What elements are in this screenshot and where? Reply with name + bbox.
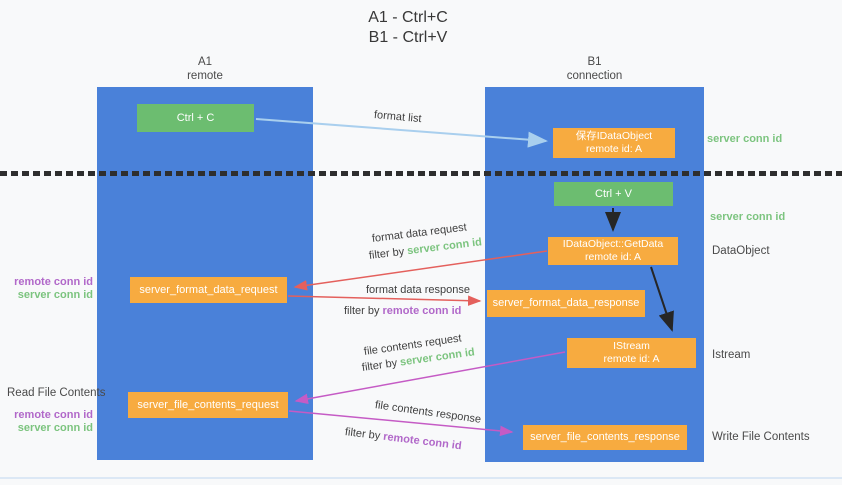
lane-header-left: A1 remote: [97, 55, 313, 83]
label-server-conn-id-left-2: server conn id: [17, 422, 93, 434]
conn-id-pair-top: remote conn id server conn id: [8, 276, 93, 302]
title-line-2: B1 - Ctrl+V: [368, 29, 448, 46]
node-format-request-label: server_format_data_request: [139, 283, 278, 296]
node-format-response-label: server_format_data_response: [492, 297, 640, 309]
node-file-response: server_file_contents_response: [523, 425, 687, 450]
node-format-response: server_format_data_response: [487, 290, 645, 317]
label-write-file-contents: Write File Contents: [712, 431, 810, 443]
node-ctrl-c: Ctrl + C: [137, 104, 254, 132]
label-remote-conn-id-1: remote conn id: [14, 276, 93, 288]
label-dataobject: DataObject: [712, 245, 770, 257]
node-ctrl-c-label: Ctrl + C: [176, 111, 215, 124]
filter-by-text: filter by: [361, 356, 401, 374]
label-server-conn-id-mid: server conn id: [710, 211, 786, 223]
node-file-request: server_file_contents_request: [128, 392, 288, 418]
node-getdata-line2: remote id: A: [584, 251, 642, 263]
node-save-dataobject-line2: remote id: A: [585, 143, 643, 155]
label-filter-by-remote-2: filter by remote conn id: [344, 426, 462, 452]
filter-by-text: filter by: [368, 245, 408, 262]
arrow-format-data-response: [287, 295, 482, 306]
dotted-separator: [0, 171, 842, 176]
node-save-dataobject-line1: 保存IDataObject: [575, 130, 653, 142]
node-istream: IStream remote id: A: [567, 338, 696, 368]
label-server-conn-id-left-1: server conn id: [17, 289, 93, 301]
node-istream-line2: remote id: A: [603, 353, 660, 365]
filter-by-text: filter by: [344, 305, 383, 317]
lane-right-title: B1: [587, 56, 602, 68]
node-ctrl-v: Ctrl + V: [554, 182, 673, 206]
label-remote-conn-id-2: remote conn id: [14, 409, 93, 421]
node-istream-line1: IStream: [613, 340, 650, 352]
node-format-request: server_format_data_request: [130, 277, 287, 303]
title-line-1: A1 - Ctrl+C: [368, 9, 448, 26]
node-save-dataobject: 保存IDataObject remote id: A: [553, 128, 675, 158]
filter-by-text: filter by: [344, 426, 384, 443]
lane-header-right: B1 connection: [485, 55, 704, 83]
bottom-edge-line: [0, 477, 842, 479]
label-format-list: format list: [373, 109, 423, 126]
diagram-title: A1 - Ctrl+C B1 - Ctrl+V: [288, 8, 528, 48]
label-format-data-response: format data response: [366, 284, 470, 296]
node-getdata: IDataObject::GetData remote id: A: [548, 237, 678, 265]
remote-conn-id-text: remote conn id: [382, 430, 463, 453]
node-ctrl-v-label: Ctrl + V: [595, 187, 632, 200]
lane-left-title: A1: [197, 56, 213, 68]
label-istream: Istream: [712, 349, 751, 361]
conn-id-pair-bottom: remote conn id server conn id: [8, 409, 93, 435]
node-getdata-line1: IDataObject::GetData: [562, 238, 664, 250]
lane-right-subtitle: connection: [566, 70, 623, 82]
label-read-file-contents: Read File Contents: [7, 387, 106, 399]
label-filter-by-remote-1: filter by remote conn id: [344, 305, 461, 317]
lane-left-subtitle: remote: [187, 70, 223, 82]
label-server-conn-id-top: server conn id: [707, 133, 783, 145]
label-file-contents-response: file contents response: [374, 399, 482, 426]
node-file-response-label: server_file_contents_response: [530, 431, 680, 443]
remote-conn-id-text: remote conn id: [382, 305, 462, 317]
node-file-request-label: server_file_contents_request: [137, 398, 279, 411]
